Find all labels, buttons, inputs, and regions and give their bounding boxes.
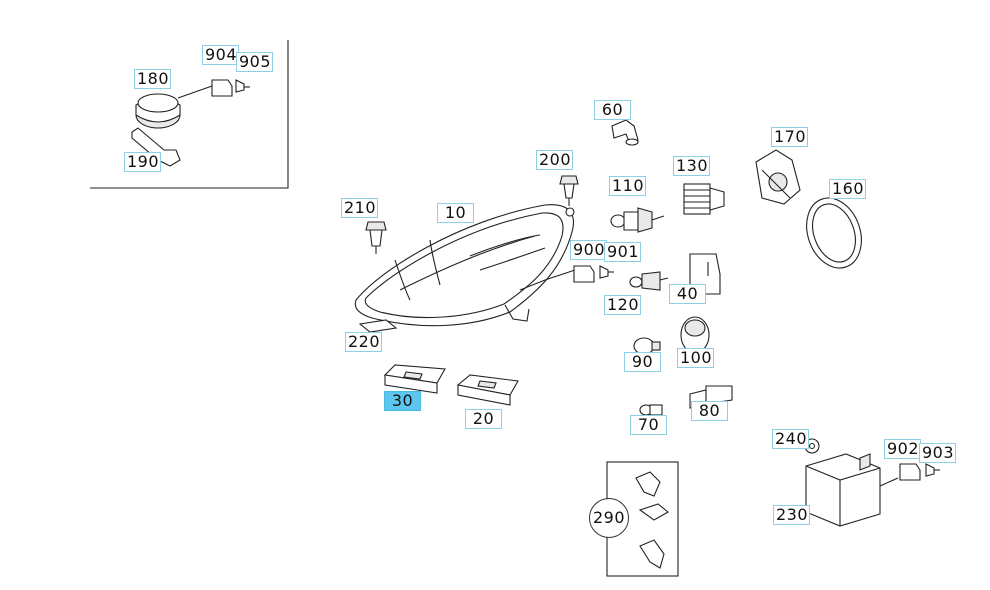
part-904-drawing [211,79,250,97]
callout-200[interactable]: 200 [536,150,573,170]
clip-220-drawing [358,319,398,333]
bulb-110-drawing [610,207,665,233]
callout-190[interactable]: 190 [124,152,161,172]
callout-901[interactable]: 901 [604,242,641,262]
bulb-120-drawing [629,271,669,291]
control-unit-20-drawing [456,374,519,406]
callout-180[interactable]: 180 [134,69,171,89]
callout-80[interactable]: 80 [691,401,728,421]
reflector-170-drawing [755,149,801,205]
callout-902[interactable]: 902 [884,439,921,459]
callout-120[interactable]: 120 [604,295,641,315]
callout-100[interactable]: 100 [677,348,714,368]
callout-903[interactable]: 903 [919,443,956,463]
callout-240[interactable]: 240 [772,429,809,449]
connector-900-drawing [573,265,614,283]
callout-170[interactable]: 170 [771,127,808,147]
bulb-70-drawing [639,404,663,416]
inset-frame-top-left [90,40,289,189]
callout-10[interactable]: 10 [437,203,474,223]
callout-905[interactable]: 905 [236,52,273,72]
socket-130-drawing [683,183,725,215]
seal-160-drawing [806,197,862,269]
kit-290-drawing [606,461,679,577]
screw-200-drawing [559,175,579,206]
connector-902-drawing [899,463,940,481]
callout-904[interactable]: 904 [202,45,239,65]
screw-210-drawing [365,221,387,254]
callout-130[interactable]: 130 [673,156,710,176]
callout-70[interactable]: 70 [630,415,667,435]
module-230-drawing [805,453,899,527]
callout-900[interactable]: 900 [570,240,607,260]
callout-110[interactable]: 110 [609,176,646,196]
callout-30-selected[interactable]: 30 [384,391,421,411]
callout-210[interactable]: 210 [341,198,378,218]
control-unit-30-drawing [383,364,446,394]
callout-90[interactable]: 90 [624,352,661,372]
callout-40[interactable]: 40 [669,284,706,304]
part-60-drawing [611,119,639,146]
headlamp-assembly-drawing [354,204,576,327]
part-180-drawing [135,85,213,129]
part-190-drawing [131,127,181,167]
callout-290[interactable]: 290 [589,498,629,538]
callout-60[interactable]: 60 [594,100,631,120]
callout-230[interactable]: 230 [773,505,810,525]
callout-20[interactable]: 20 [465,409,502,429]
callout-160[interactable]: 160 [829,179,866,199]
callout-220[interactable]: 220 [345,332,382,352]
